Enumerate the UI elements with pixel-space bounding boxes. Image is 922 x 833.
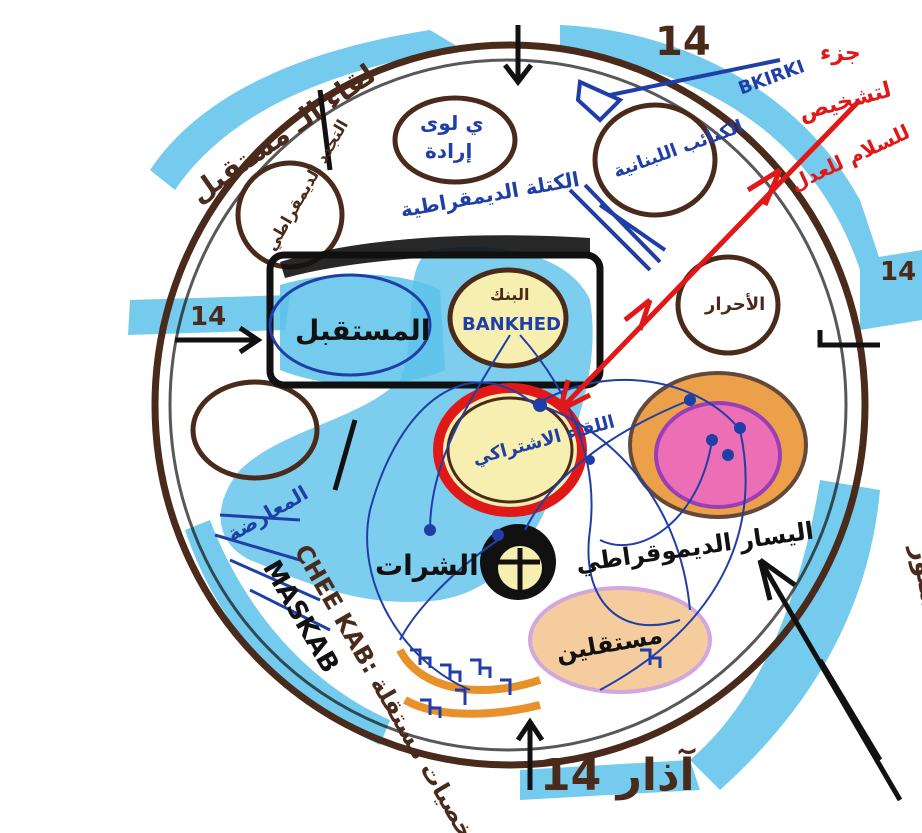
left-14-label: 14 — [190, 302, 226, 332]
oval-top-right-label: الكتائب اللبنانية — [611, 116, 746, 182]
oval-top-center-label-1: ي لوى — [420, 111, 484, 136]
mustaqbal-label: المستقبل — [295, 314, 430, 347]
democratic-left-label: اليسار الديموقراطي — [574, 517, 815, 578]
bankhed-ar-label: البنك — [490, 285, 529, 304]
right-arc-label: لقاء الدستور — [905, 541, 922, 707]
top-right-number: 14 — [655, 19, 711, 65]
right-14-label: 14 — [880, 257, 916, 287]
oval-right-label: الأحرار — [704, 293, 765, 315]
bottom-number-label: 14 آذار — [540, 747, 696, 801]
red-note-1: جزء — [820, 41, 861, 66]
oval-top-center-label: إرادة — [425, 139, 472, 163]
bankhed-label: BANKHED — [462, 314, 561, 335]
qurnat-label: الشرات — [375, 549, 479, 582]
red-note-2: لتشخيص — [796, 78, 894, 127]
pink-circle — [656, 403, 780, 507]
